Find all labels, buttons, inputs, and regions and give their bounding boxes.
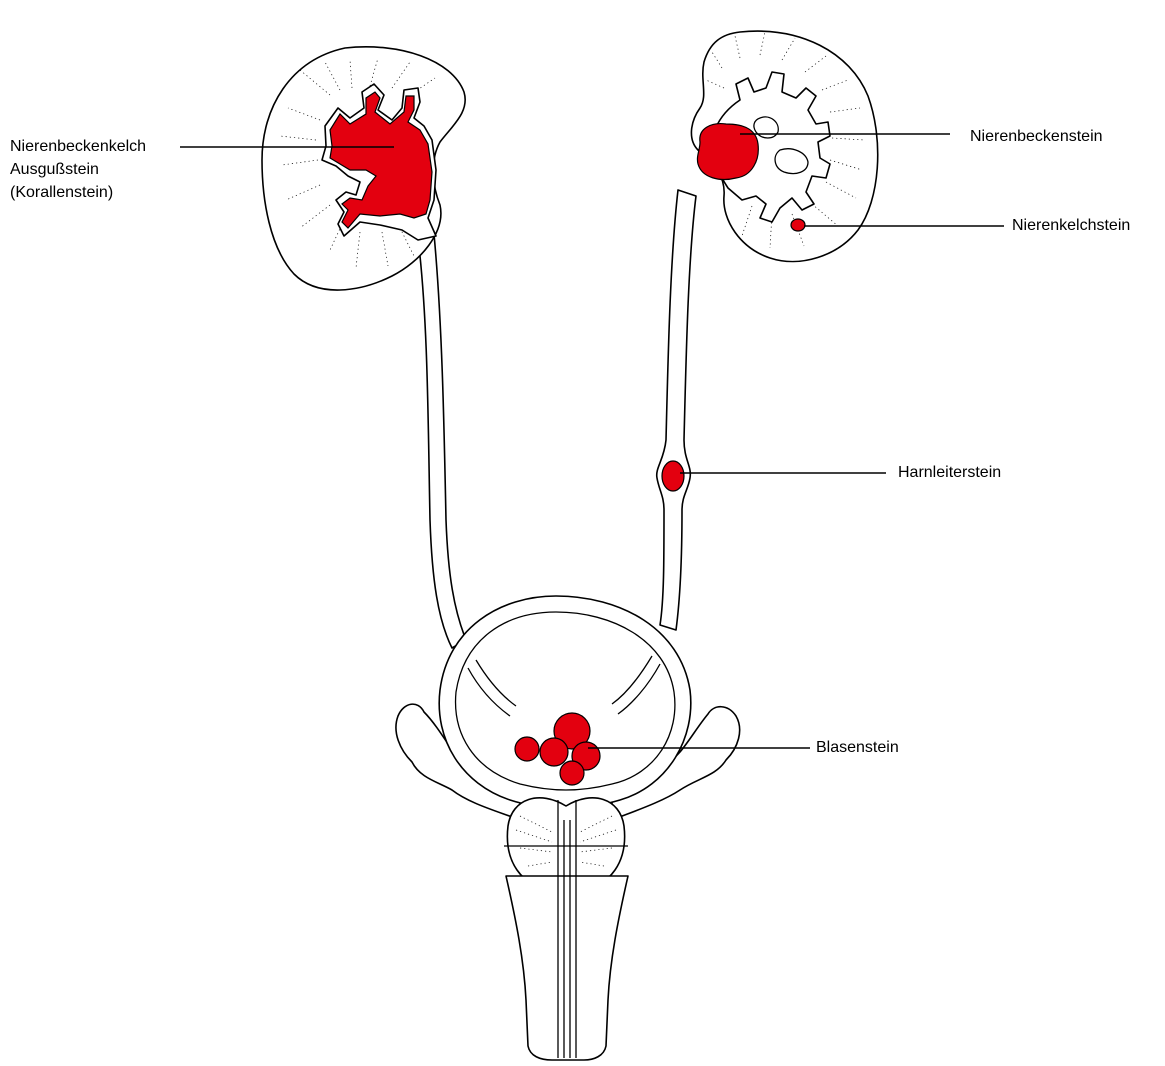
label-bladder-stone: Blasenstein bbox=[816, 738, 899, 758]
penis bbox=[506, 876, 628, 1060]
label-staghorn-line1: Nierenbeckenkelch bbox=[10, 137, 146, 157]
label-staghorn-line2: Ausgußstein bbox=[10, 160, 99, 180]
label-calyx-stone: Nierenkelchstein bbox=[1012, 216, 1130, 236]
left-ureter bbox=[418, 234, 466, 648]
label-ureter-stone: Harnleiterstein bbox=[898, 463, 1001, 483]
calyx-stone bbox=[791, 219, 805, 231]
label-pelvis-stone: Nierenbeckenstein bbox=[970, 127, 1103, 147]
pelvis-stone bbox=[697, 124, 758, 180]
right-ureter bbox=[657, 190, 696, 630]
ureter-stone bbox=[662, 461, 684, 491]
label-staghorn-line3: (Korallenstein) bbox=[10, 183, 113, 203]
